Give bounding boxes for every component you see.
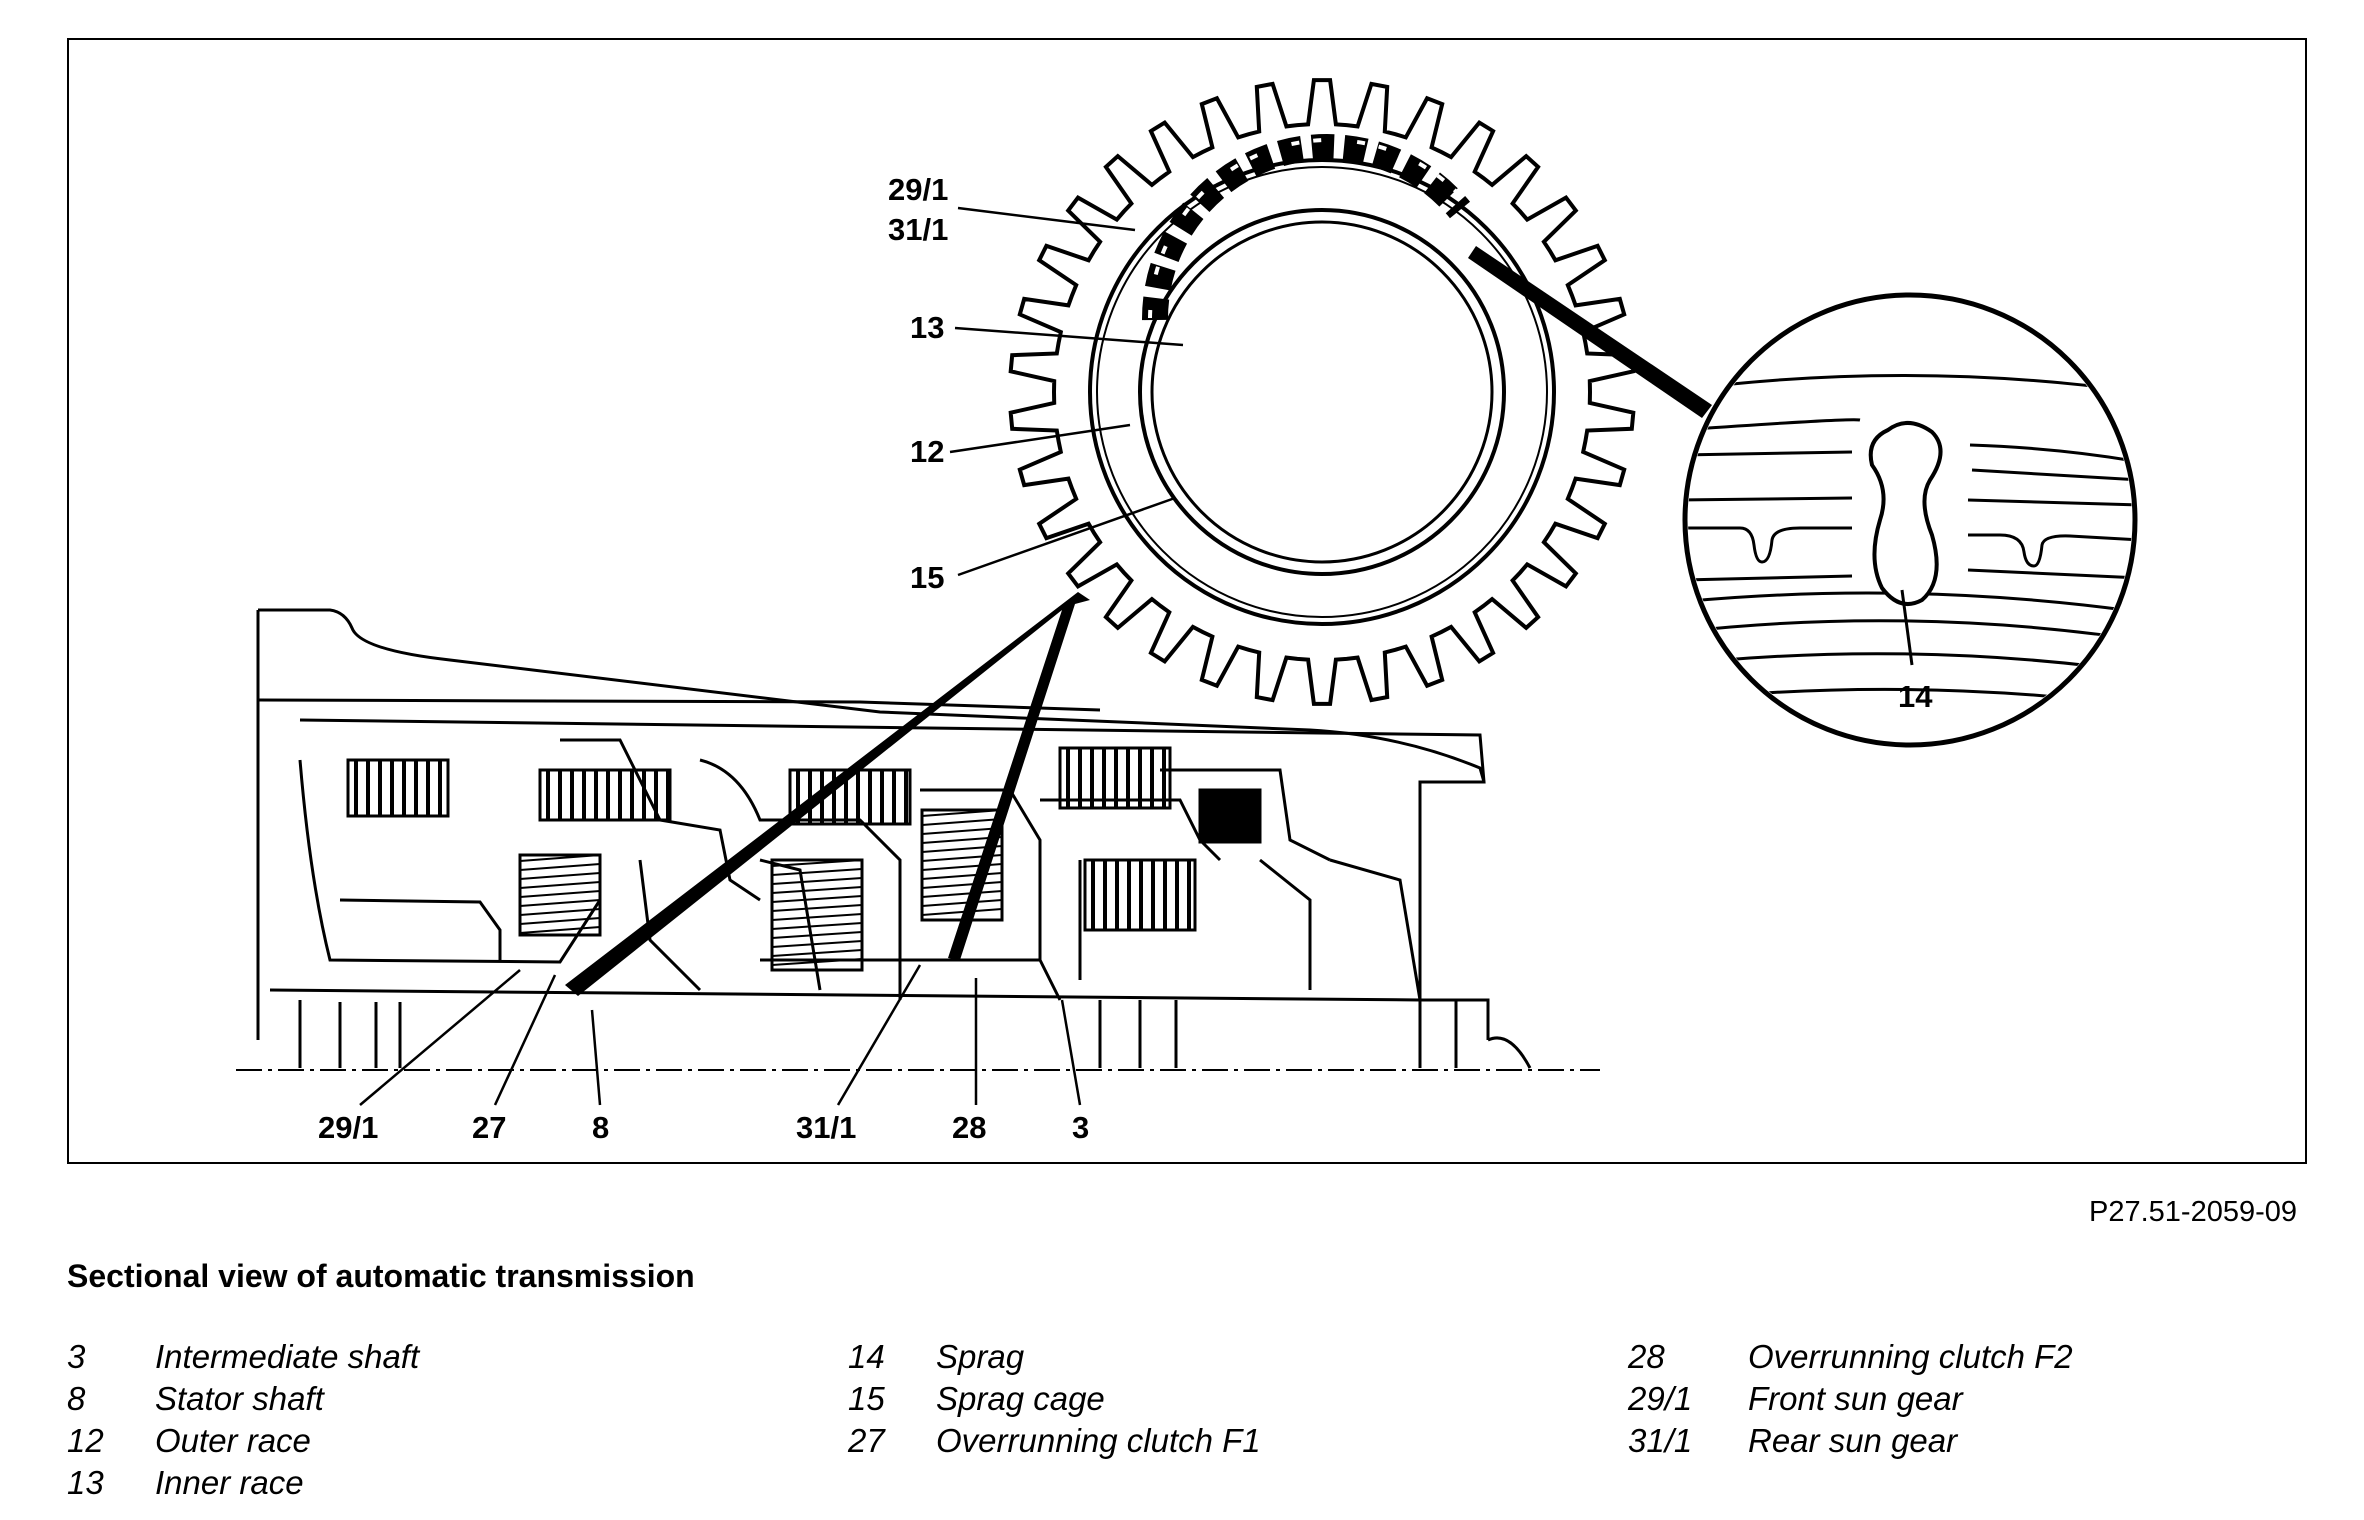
callout-12: 12 [910, 434, 944, 469]
legend-description: Overrunning clutch F1 [936, 1422, 1261, 1459]
legend-description: Sprag cage [936, 1380, 1105, 1417]
inner-race [1138, 208, 1506, 576]
legend-item: 29/1 Front sun gear [1628, 1380, 2073, 1422]
figure-id: P27.51-2059-09 [2089, 1196, 2297, 1228]
legend-item: 31/1 Rear sun gear [1628, 1422, 2073, 1464]
legend-column-1: 3 Intermediate shaft 8 Stator shaft 12 Oute… [67, 1338, 419, 1506]
outer-race [1088, 158, 1556, 626]
legend-description: Intermediate shaft [155, 1338, 420, 1375]
legend-number: 3 [67, 1338, 86, 1375]
callout-31-1-bottom: 31/1 [796, 1110, 856, 1145]
callout-8: 8 [592, 1110, 609, 1145]
legend-description: Sprag [936, 1338, 1025, 1375]
legend-description: Front sun gear [1748, 1380, 1963, 1417]
callout-14: 14 [1898, 679, 1933, 714]
legend-item: 14 Sprag [848, 1338, 1261, 1380]
legend-description: Stator shaft [155, 1380, 324, 1417]
legend-item: 28 Overrunning clutch F2 [1628, 1338, 2073, 1380]
legend-number: 15 [848, 1380, 885, 1417]
legend-item: 27 Overrunning clutch F1 [848, 1422, 1261, 1464]
sprag-shape [1868, 421, 1943, 606]
callout-31-1: 31/1 [888, 212, 948, 247]
callout-28: 28 [952, 1110, 986, 1145]
callout-13: 13 [910, 310, 944, 345]
legend-column-3: 28 Overrunning clutch F2 29/1 Front sun ge… [1628, 1338, 2073, 1464]
transmission-diagram: 29/1 31/1 13 12 15 14 29/1 27 8 31/1 28 … [236, 78, 2138, 1145]
legend-description: Outer race [155, 1422, 311, 1459]
legend-item: 15 Sprag cage [848, 1380, 1261, 1422]
legend-description: Inner race [155, 1464, 304, 1501]
legend-item: 8 Stator shaft [67, 1380, 419, 1422]
legend-column-2: 14 Sprag 15 Sprag cage 27 Overrunning clutc… [848, 1338, 1261, 1464]
sun-gear-outline [1008, 78, 1636, 706]
legend-number: 31/1 [1628, 1422, 1693, 1459]
legend-description: Rear sun gear [1748, 1422, 1958, 1459]
callout-29-1-bottom: 29/1 [318, 1110, 378, 1145]
legend-number: 28 [1628, 1338, 1665, 1375]
legend-number: 14 [848, 1338, 885, 1375]
callout-29-1: 29/1 [888, 172, 948, 207]
legend-number: 13 [67, 1464, 104, 1501]
legend-item: 12 Outer race [67, 1422, 419, 1464]
callout-15: 15 [910, 560, 944, 595]
legend-number: 27 [848, 1422, 885, 1459]
legend-description: Overrunning clutch F2 [1748, 1338, 2073, 1375]
transmission-section [256, 608, 1532, 1069]
legend-item: 13 Inner race [67, 1464, 419, 1506]
diagram-frame [67, 38, 2307, 1164]
callout-3: 3 [1072, 1110, 1089, 1145]
legend-item: 3 Intermediate shaft [67, 1338, 419, 1380]
legend-number: 29/1 [1628, 1380, 1693, 1417]
callout-27: 27 [472, 1110, 506, 1145]
legend-number: 12 [67, 1422, 104, 1459]
leader-lines [359, 206, 1184, 1106]
legend-number: 8 [67, 1380, 86, 1417]
sprag-detail-view [1682, 292, 2138, 748]
figure-caption: Sectional view of automatic transmission [67, 1258, 695, 1294]
